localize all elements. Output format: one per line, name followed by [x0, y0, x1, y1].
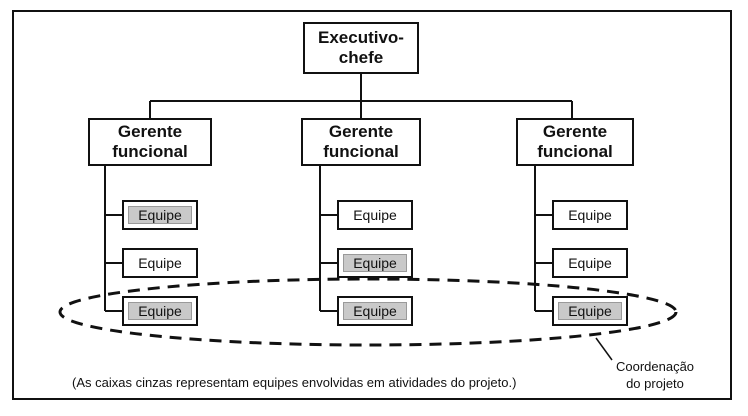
team-box: Equipe [552, 296, 628, 326]
coordination-ellipse [58, 277, 678, 347]
manager-label: Gerente funcional [112, 122, 188, 161]
executive-box: Executivo- chefe [303, 22, 419, 74]
executive-label: Executivo- chefe [318, 28, 404, 67]
team-label: Equipe [353, 255, 397, 271]
team-label: Equipe [353, 207, 397, 223]
team-label: Equipe [138, 303, 182, 319]
team-box: Equipe [122, 200, 198, 230]
manager-box-1: Gerente funcional [88, 118, 212, 166]
manager-box-2: Gerente funcional [301, 118, 421, 166]
team-box: Equipe [337, 200, 413, 230]
coordination-label: Coordenação do projeto [615, 359, 695, 391]
team-label: Equipe [568, 303, 612, 319]
team-box: Equipe [337, 296, 413, 326]
manager-label: Gerente funcional [323, 122, 399, 161]
team-label: Equipe [353, 303, 397, 319]
team-box: Equipe [122, 296, 198, 326]
team-label: Equipe [138, 207, 182, 223]
team-box: Equipe [122, 248, 198, 278]
team-label: Equipe [568, 207, 612, 223]
team-label: Equipe [568, 255, 612, 271]
team-label: Equipe [138, 255, 182, 271]
team-box: Equipe [552, 248, 628, 278]
team-box: Equipe [337, 248, 413, 278]
team-box: Equipe [552, 200, 628, 230]
manager-box-3: Gerente funcional [516, 118, 634, 166]
caption: (As caixas cinzas representam equipes en… [72, 375, 517, 390]
manager-label: Gerente funcional [537, 122, 613, 161]
coordination-pointer [595, 337, 613, 361]
